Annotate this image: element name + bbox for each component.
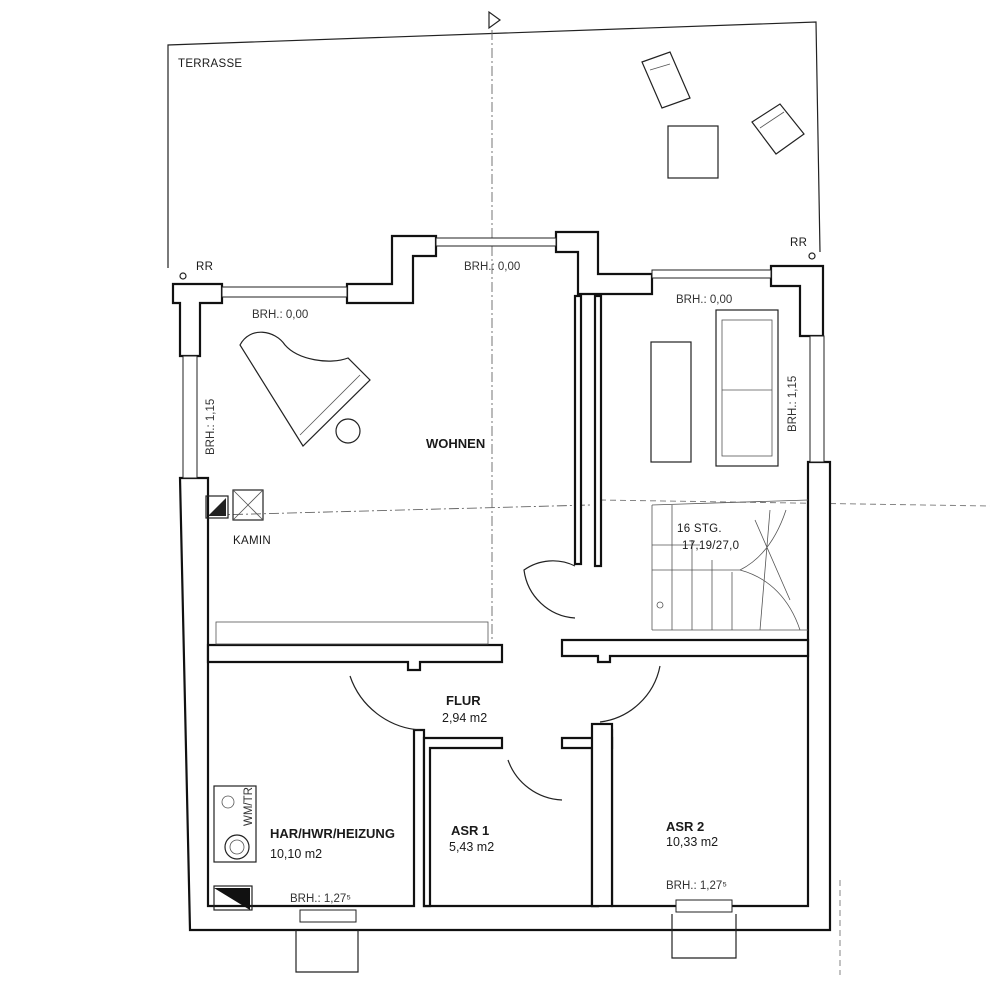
light-well-right <box>671 914 737 959</box>
wall-asr1-divider <box>590 722 614 908</box>
north-arrow-icon <box>488 10 502 30</box>
label-brh-living: BRH.: 0,00 <box>252 309 308 321</box>
label-terrace: TERRASSE <box>178 58 242 70</box>
room-asr1-area: 5,43 m2 <box>449 840 494 854</box>
wall-top-right <box>769 264 825 338</box>
door-asr2-swing <box>599 665 661 723</box>
window-top-right <box>651 269 772 279</box>
room-asr1-name: ASR 1 <box>451 823 489 838</box>
label-brh-top-center: BRH.: 0,00 <box>464 261 520 273</box>
door-living-swing <box>523 560 576 619</box>
room-asr2-area: 10,33 m2 <box>666 835 718 849</box>
label-brh-right-room: BRH.: 0,00 <box>676 294 732 306</box>
label-rr-left: RR <box>196 261 213 273</box>
label-brh-left-wall: BRH.: 1,15 <box>205 399 217 455</box>
label-washer: WM/TR <box>243 787 255 826</box>
terrace-outline <box>167 21 821 268</box>
window-top-left <box>221 286 348 298</box>
piano-icon <box>239 331 371 447</box>
window-top-center <box>435 237 557 247</box>
window-right <box>809 335 825 463</box>
door-utility-swing <box>349 675 421 731</box>
window-asr2 <box>675 899 733 913</box>
axis-line-right <box>599 499 991 507</box>
label-stairs-count: 16 STG. <box>677 523 722 535</box>
downpipe-left-icon <box>179 272 187 280</box>
terrace-table-icon <box>667 125 719 179</box>
wall-top-jog-left <box>345 234 438 305</box>
room-utility-area: 10,10 m2 <box>270 847 322 861</box>
heating-block <box>214 888 250 910</box>
sofa-icon <box>715 309 779 467</box>
terrace-chair-right-icon <box>751 103 805 155</box>
label-brh-right-wall: BRH.: 1,15 <box>787 376 799 432</box>
stairs-icon <box>651 499 809 631</box>
label-rr-right: RR <box>790 237 807 249</box>
room-hall-name: FLUR <box>446 693 481 708</box>
wall-partition-top2 <box>593 294 603 568</box>
label-brh-asr2: BRH.: 1,27⁵ <box>666 880 727 892</box>
wall-partition-top <box>573 294 583 566</box>
wall-hall-left <box>206 643 504 672</box>
wall-hall-right <box>560 638 810 664</box>
terrace-chair-left-icon <box>641 51 691 109</box>
wall-top-left <box>171 282 224 358</box>
room-living-name: WOHNEN <box>426 436 485 451</box>
table-icon <box>650 341 692 463</box>
light-well-left <box>295 930 359 973</box>
window-left <box>182 355 198 479</box>
label-stairs-dims: 17,19/27,0 <box>682 540 739 552</box>
living-base-line <box>215 621 489 645</box>
label-fireplace: KAMIN <box>233 535 271 547</box>
room-utility-name: HAR/HWR/HEIZUNG <box>270 826 395 841</box>
window-utility <box>299 909 357 923</box>
fireplace-icon <box>205 489 264 521</box>
axis-line-horizontal <box>214 504 591 516</box>
wall-asr1-top <box>422 736 504 908</box>
downpipe-right-icon <box>808 252 816 260</box>
wall-top-jog-right <box>554 230 654 296</box>
label-brh-utility: BRH.: 1,27⁵ <box>290 893 351 905</box>
heating-block-frame <box>213 885 253 911</box>
room-asr2-name: ASR 2 <box>666 819 704 834</box>
washer-icon <box>213 785 257 863</box>
room-hall-area: 2,94 m2 <box>442 711 487 725</box>
door-asr1-swing <box>507 759 563 801</box>
